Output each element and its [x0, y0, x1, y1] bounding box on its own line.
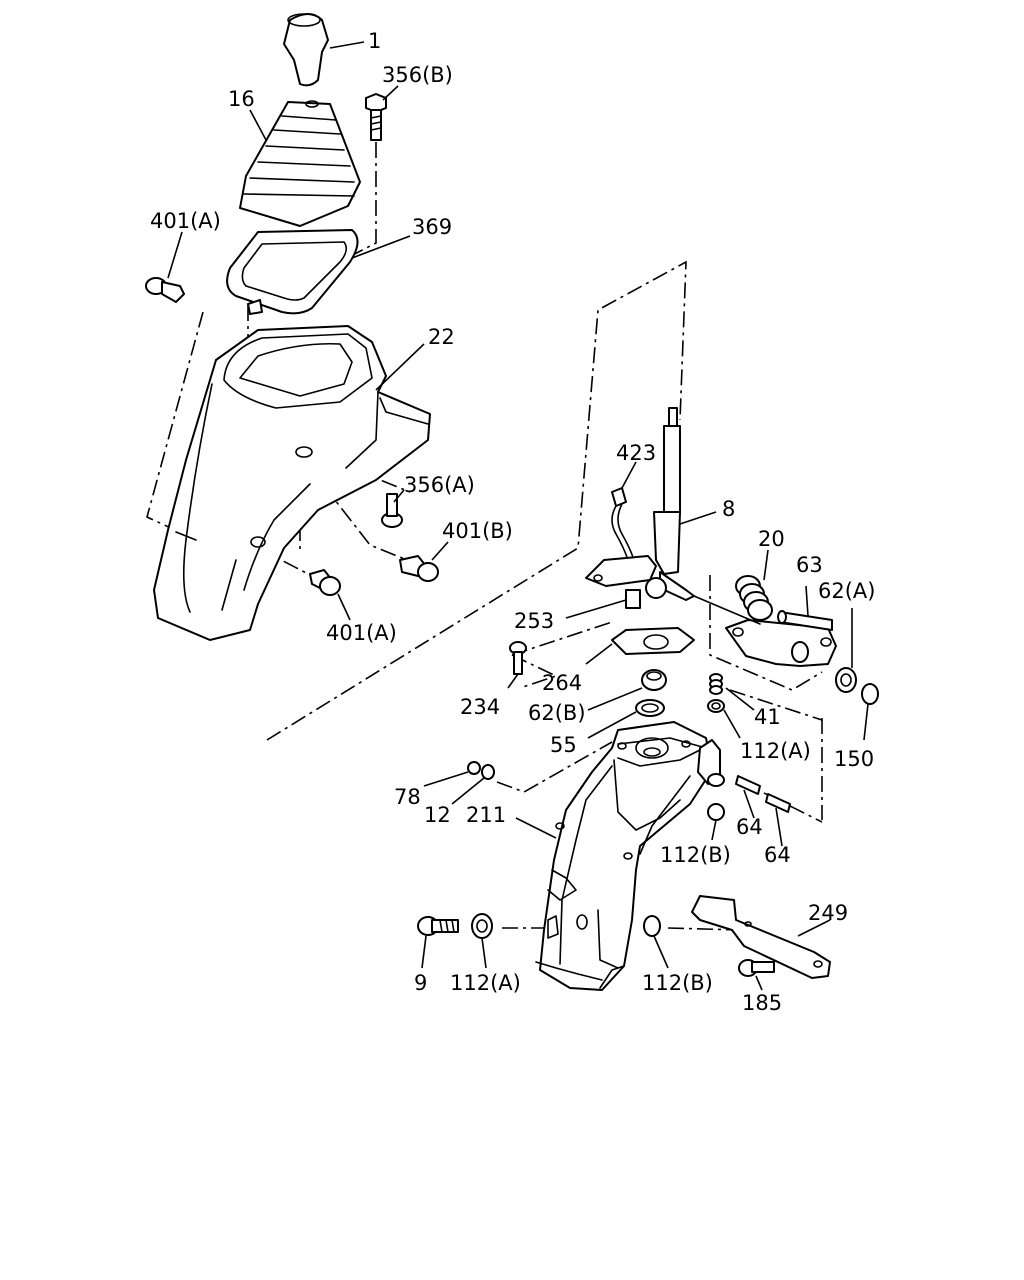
label-part-22: 22 [428, 325, 455, 349]
label-part-150: 150 [834, 747, 874, 771]
label-part-112b-bottom: 112(B) [642, 971, 713, 995]
washer-part-62a [835, 608, 857, 693]
label-part-8: 8 [722, 497, 735, 521]
bushing-part-112a-bottom [471, 913, 493, 969]
block-part-253 [565, 589, 641, 619]
bracket-assembly [693, 595, 837, 667]
label-part-64-b: 64 [764, 843, 791, 867]
label-part-64-a: 64 [736, 815, 763, 839]
label-part-401a-lower: 401(A) [326, 621, 397, 645]
small-spring-part-41 [709, 673, 755, 711]
washer-part-55 [587, 699, 665, 739]
rubber-boot-part-16 [239, 100, 361, 227]
label-part-63: 63 [796, 553, 823, 577]
label-part-1: 1 [368, 29, 381, 53]
clip-part-401a-upper [145, 231, 185, 303]
bushing-part-112b-bottom [643, 915, 669, 969]
washer-part-12 [451, 764, 495, 805]
boot-frame-part-369 [226, 229, 411, 315]
label-part-55: 55 [550, 733, 577, 757]
pin-part-63 [777, 585, 833, 631]
clip-part-78 [423, 761, 481, 787]
bolt-part-9 [417, 916, 459, 969]
bolt-part-185 [738, 959, 775, 991]
cap-part-150 [861, 683, 879, 741]
label-part-264: 264 [542, 671, 582, 695]
label-part-112a-bottom: 112(A) [450, 971, 521, 995]
label-part-401a-upper: 401(A) [150, 209, 221, 233]
label-part-185: 185 [742, 991, 782, 1015]
label-part-249: 249 [808, 901, 848, 925]
label-part-62a: 62(A) [818, 579, 875, 603]
part-labels: 1 356(B) 16 401(A) 369 22 356(A) 401(B) … [150, 29, 875, 1015]
shift-lever-part-8 [585, 407, 717, 601]
label-part-12: 12 [424, 803, 451, 827]
label-part-234: 234 [460, 695, 500, 719]
arm-part-249 [691, 895, 831, 979]
label-part-62b: 62(B) [528, 701, 586, 725]
clip-part-401a-lower [309, 569, 351, 621]
label-part-253: 253 [514, 609, 554, 633]
label-part-423: 423 [616, 441, 656, 465]
label-part-356a: 356(A) [404, 473, 475, 497]
bushing-part-112b-right [707, 803, 725, 841]
bushing-part-62b [587, 669, 667, 711]
label-part-401b: 401(B) [442, 519, 513, 543]
spring-part-20 [735, 549, 773, 621]
label-part-78: 78 [394, 785, 421, 809]
bushing-part-112a-right [707, 699, 741, 739]
label-part-16: 16 [228, 87, 255, 111]
label-part-211: 211 [466, 803, 506, 827]
screw-part-356a [381, 489, 405, 528]
label-part-112a-right: 112(A) [740, 739, 811, 763]
shift-knob-part-1 [283, 13, 365, 87]
wire-part-423 [611, 461, 637, 561]
label-part-356b: 356(B) [382, 63, 453, 87]
pin-part-64-b [765, 793, 791, 847]
screw-part-234 [507, 641, 527, 689]
label-part-112b-right: 112(B) [660, 843, 731, 867]
pin-part-64-a [735, 775, 761, 819]
plate-part-264 [585, 627, 695, 665]
label-part-369: 369 [412, 215, 452, 239]
label-part-9: 9 [414, 971, 427, 995]
main-bracket-part-211 [515, 721, 725, 991]
bolt-part-356b [365, 85, 399, 141]
label-part-41: 41 [754, 705, 781, 729]
label-part-20: 20 [758, 527, 785, 551]
clip-part-401b [399, 541, 449, 582]
console-cover-part-22 [153, 325, 431, 641]
